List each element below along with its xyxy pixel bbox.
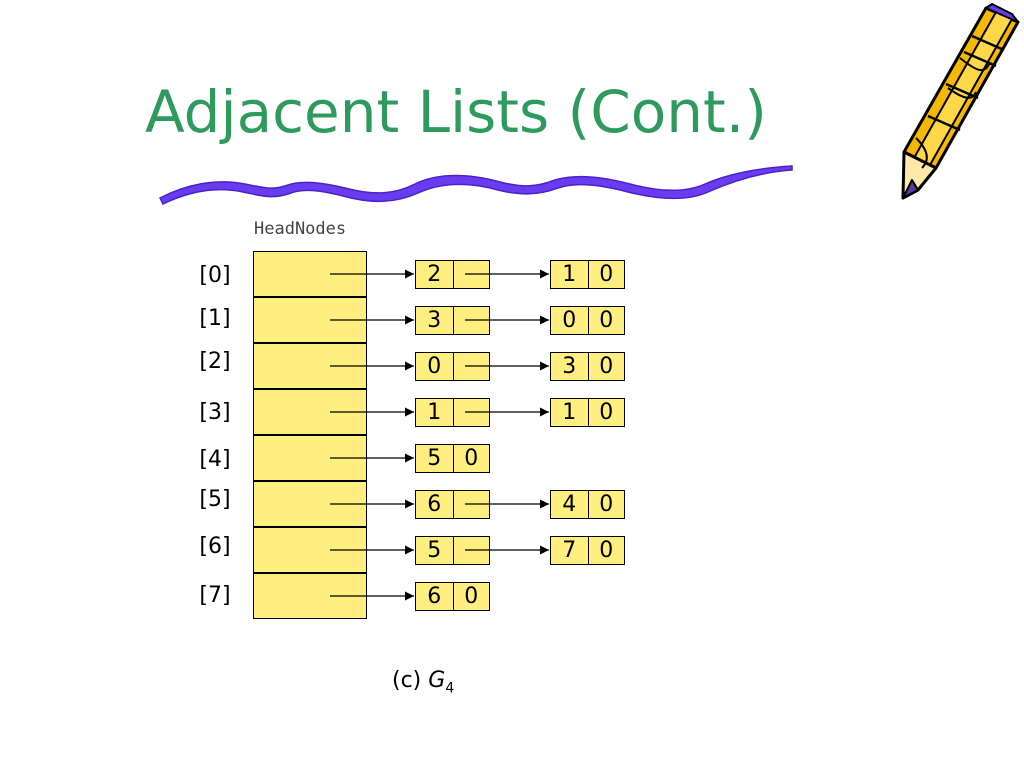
node-link-field: 0 [587, 306, 625, 334]
node-link-field: 0 [452, 582, 490, 610]
index-label: [3] [199, 400, 231, 425]
node-vertex-field: 7 [562, 537, 577, 563]
node-link-field: 0 [587, 352, 625, 380]
headnodes-label: HeadNodes [254, 219, 347, 239]
node-link-field [452, 260, 490, 288]
node-vertex-field: 1 [562, 261, 577, 287]
node-vertex-field: 3 [427, 307, 442, 333]
node-link-field [452, 398, 490, 426]
index-label: [5] [199, 487, 231, 512]
node-vertex-field: 5 [427, 445, 442, 471]
index-label: [2] [199, 349, 231, 374]
node-vertex-field: 2 [427, 261, 442, 287]
node-vertex-field: 3 [562, 353, 577, 379]
node-vertex-field: 4 [562, 491, 577, 517]
node-vertex-field: 6 [427, 491, 442, 517]
node-vertex-field: 0 [562, 307, 577, 333]
node-vertex-field: 0 [427, 353, 442, 379]
slide-title: Adjacent Lists (Cont.) [145, 78, 767, 146]
index-label: [1] [199, 306, 231, 331]
index-label: [0] [199, 263, 231, 288]
node-link-field [452, 536, 490, 564]
caption-subscript: 4 [445, 680, 455, 697]
index-label: [7] [199, 583, 231, 608]
index-label: [4] [199, 447, 231, 472]
figure-caption: (c) G4 [392, 668, 454, 696]
head-node-cell [253, 251, 367, 297]
node-link-field: 0 [587, 398, 625, 426]
node-link-field: 0 [587, 490, 625, 518]
caption-prefix: (c) [392, 668, 422, 693]
node-link-field [452, 306, 490, 334]
node-link-field [452, 490, 490, 518]
node-link-field: 0 [587, 260, 625, 288]
node-vertex-field: 6 [427, 583, 442, 609]
node-vertex-field: 5 [427, 537, 442, 563]
node-link-field: 0 [452, 444, 490, 472]
caption-graph: G [428, 668, 446, 693]
node-vertex-field: 1 [562, 399, 577, 425]
node-link-field [452, 352, 490, 380]
index-label: [6] [199, 534, 231, 559]
node-vertex-field: 1 [427, 399, 442, 425]
node-link-field: 0 [587, 536, 625, 564]
